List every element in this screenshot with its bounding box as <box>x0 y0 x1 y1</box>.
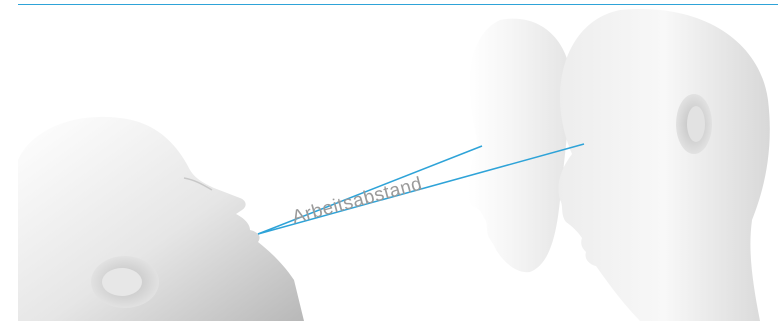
middle-head-shape <box>468 18 572 273</box>
left-head-shape <box>18 116 304 321</box>
middle-head-figure <box>468 18 572 273</box>
distance-line-far <box>257 143 585 235</box>
distance-line-near <box>257 145 483 235</box>
right-head-figure <box>558 8 770 321</box>
top-divider-line <box>18 4 778 5</box>
right-head-shape <box>558 8 770 321</box>
left-head-figure <box>18 116 304 321</box>
